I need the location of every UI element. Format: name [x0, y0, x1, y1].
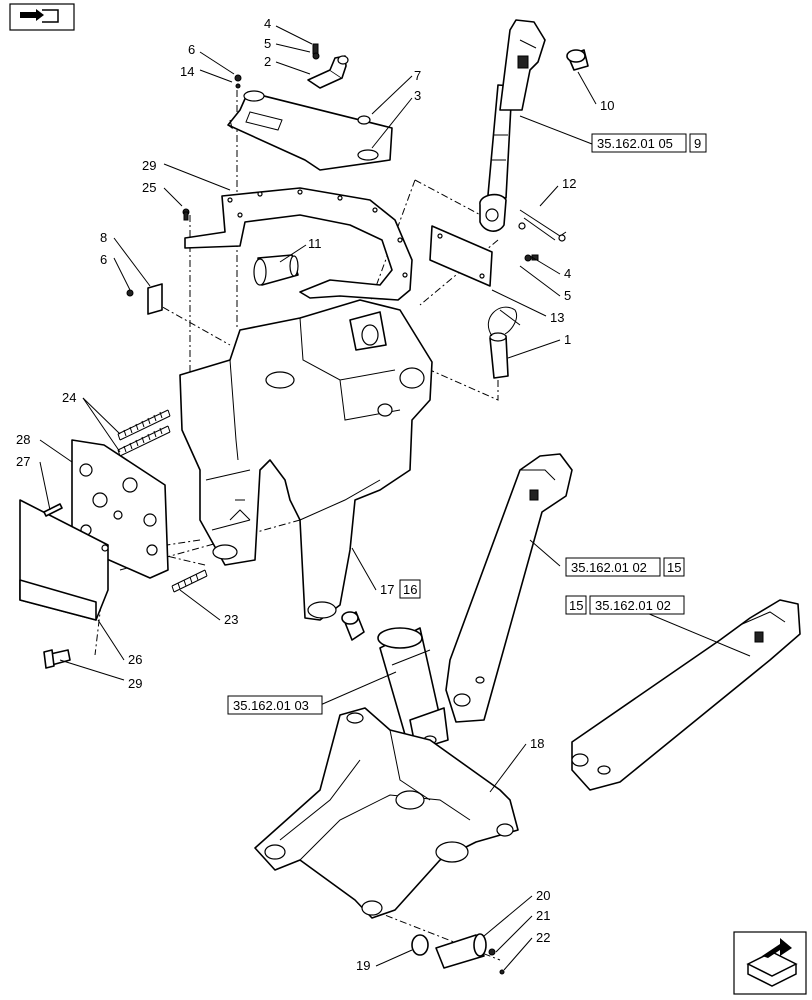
- callout-24: 24: [62, 390, 76, 405]
- callout-29: 29: [128, 676, 142, 691]
- lower-link-right: [571, 599, 801, 791]
- reference-code: 35.162.01 02: [571, 560, 647, 575]
- reference-code: 35.162.01 02: [595, 598, 671, 613]
- small-pin: [43, 503, 63, 517]
- reference-code: 35.162.01 05: [597, 136, 673, 151]
- callout-labels: 4 5 2 6 14 7 3 29 25 8 6 11 10 12 4 5 13…: [16, 16, 614, 973]
- callout-23: 23: [224, 612, 238, 627]
- callout-21: 21: [536, 908, 550, 923]
- springs: [117, 409, 171, 457]
- callout-14: 14: [180, 64, 194, 79]
- main-hitch-frame: [179, 299, 433, 621]
- callout-22: 22: [536, 930, 550, 945]
- callout-19: 19: [356, 958, 370, 973]
- reference-page: 15: [667, 560, 681, 575]
- callout-25: 25: [142, 180, 156, 195]
- callout-4: 4: [264, 16, 271, 31]
- callout-29: 29: [142, 158, 156, 173]
- callout-12: 12: [562, 176, 576, 191]
- reference-page: 16: [403, 582, 417, 597]
- callout-4: 4: [564, 266, 571, 281]
- bushing: [566, 49, 589, 71]
- lock-pin: [487, 306, 521, 379]
- small-cover-plate: [147, 283, 163, 315]
- hex-bolt: [43, 649, 71, 669]
- callout-13: 13: [550, 310, 564, 325]
- gasket-plate: [184, 187, 413, 301]
- callout-8: 8: [100, 230, 107, 245]
- callout-28: 28: [16, 432, 30, 447]
- callout-27: 27: [16, 454, 30, 469]
- callout-18: 18: [530, 736, 544, 751]
- page-turn-arrow-icon[interactable]: [733, 931, 807, 995]
- hitch-pin: [253, 254, 299, 286]
- reference-page-16[interactable]: 16: [399, 579, 421, 599]
- callout-7: 7: [414, 68, 421, 83]
- spring-small: [171, 569, 208, 593]
- reference-page: 9: [694, 136, 701, 151]
- frame-bushing: [341, 611, 365, 641]
- reference-35-162-01-03[interactable]: 35.162.01 03: [227, 695, 323, 715]
- bolt-group-top: [126, 43, 539, 297]
- lower-frame-bracket: [254, 707, 519, 919]
- lower-link-center: [445, 453, 573, 723]
- callout-2: 2: [264, 54, 271, 69]
- reference-page: 15: [569, 598, 583, 613]
- book-arrow-icon[interactable]: [9, 3, 75, 31]
- callout-10: 10: [600, 98, 614, 113]
- callout-5: 5: [264, 36, 271, 51]
- reference-35-162-01-02-right[interactable]: 15 35.162.01 02: [565, 595, 685, 615]
- reference-35-162-01-02-center[interactable]: 35.162.01 02 15: [565, 557, 685, 577]
- top-mounting-plate: [227, 90, 393, 171]
- retaining-clip: [518, 209, 567, 242]
- cover-plate-right: [429, 225, 493, 287]
- callout-20: 20: [536, 888, 550, 903]
- callout-6: 6: [188, 42, 195, 57]
- leader-lines: [39, 25, 751, 971]
- callout-11: 11: [308, 236, 322, 251]
- reference-35-162-01-05[interactable]: 35.162.01 05 9: [591, 133, 707, 153]
- callout-6: 6: [100, 252, 107, 267]
- callout-3: 3: [414, 88, 421, 103]
- pin-bracket: [307, 55, 349, 89]
- top-link-assembly: [479, 19, 546, 232]
- callout-17: 17: [380, 582, 394, 597]
- callout-1: 1: [564, 332, 571, 347]
- pivot-pin-set: [411, 933, 505, 975]
- reference-code: 35.162.01 03: [233, 698, 309, 713]
- callout-5: 5: [564, 288, 571, 303]
- callout-26: 26: [128, 652, 142, 667]
- guard-plate: [19, 499, 109, 621]
